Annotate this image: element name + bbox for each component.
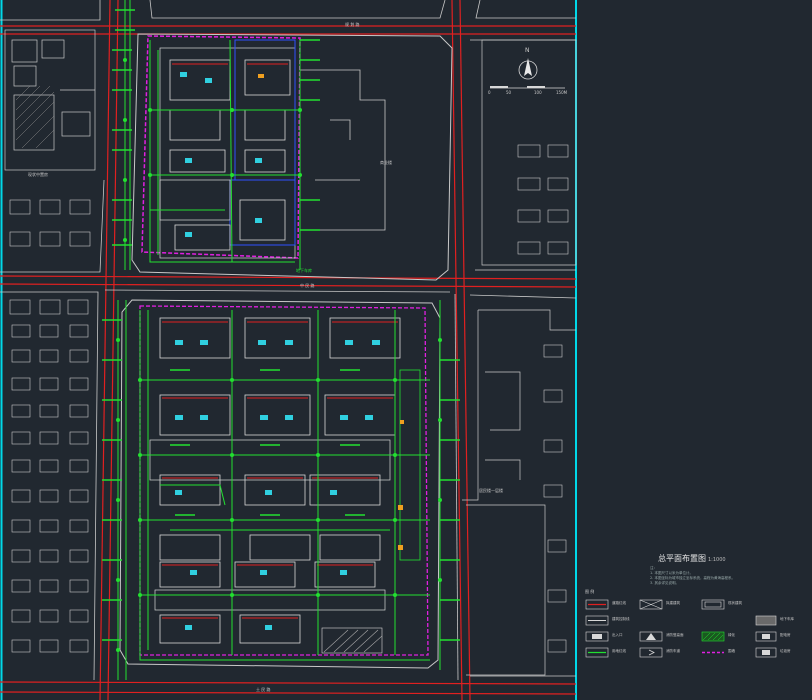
cyan-units	[175, 72, 380, 630]
legend-item-arrow-box	[639, 647, 663, 658]
legend-item-green-line	[585, 647, 609, 658]
hatch-nw	[15, 85, 55, 149]
residential-east-label: 居民楼一层楼	[479, 488, 503, 493]
legend-label: 消防登高面	[666, 633, 684, 637]
road-lines	[0, 0, 577, 700]
south-site	[119, 299, 441, 669]
legend-label: 用地红线	[612, 649, 626, 653]
scale-tick-50: 50	[506, 90, 512, 95]
scale-tick-150: 150M	[556, 90, 568, 95]
existing-block-nw	[4, 29, 96, 171]
legend-header: 图 例	[585, 589, 595, 594]
green-network	[117, 0, 441, 680]
legend-label: 现状建筑	[728, 601, 742, 605]
orange-accents	[258, 74, 404, 550]
road-edges	[0, 0, 577, 681]
drawing-frame	[0, 0, 576, 700]
road-label-middle: 中 民 路	[300, 283, 315, 288]
east-residential	[462, 39, 577, 676]
note-line: 2. 本图坐标为城市独立坐标系统，高程为黄海高程系。	[650, 576, 735, 580]
legend-symbols	[585, 599, 777, 658]
north-arrow	[490, 58, 565, 89]
west-small-houses	[9, 199, 91, 653]
north-label: N	[525, 47, 530, 54]
north-site-tag: 地下车库	[296, 268, 312, 273]
scale-tick-100: 100	[534, 90, 542, 95]
drawing-title-text: 总平面布置图	[658, 554, 706, 563]
left-block-label: 现状中置房	[28, 172, 48, 177]
note-line: 注：	[650, 566, 657, 570]
legend-label: 配电房	[780, 633, 791, 637]
red-building-details	[162, 63, 398, 619]
drawing-notes: 注： 1. 本图尺寸以米为单位计。 2. 本图坐标为城市独立坐标系统，高程为黄海…	[650, 566, 735, 586]
legend-label: 建筑控制线	[612, 617, 630, 621]
legend-item-white-rect	[585, 615, 609, 626]
scale-tick-0: 0	[488, 90, 491, 95]
drawing-scale: 1:1000	[708, 557, 726, 563]
green-nodes	[116, 58, 442, 652]
legend-item-triangle-box	[639, 631, 663, 642]
road-label-south: 土 民 路	[256, 687, 271, 692]
underground-garage-hatch	[321, 627, 383, 654]
right-building-label: 商业楼	[380, 160, 392, 165]
legend-item-cross-box	[639, 599, 663, 610]
north-buildings	[169, 59, 291, 251]
legend-label: 地下车库	[780, 617, 794, 621]
legend-item-box-x	[755, 647, 777, 658]
legend-label: 围墙	[728, 649, 735, 653]
legend-item-shade-box	[755, 615, 777, 626]
legend-item-green-hatch	[701, 631, 725, 642]
road-label-north: 规 划 路	[345, 22, 360, 27]
legend-label: 道路红线	[612, 601, 626, 605]
legend-label: 绿化	[728, 633, 735, 637]
south-buildings	[159, 317, 401, 644]
east-small-houses	[517, 144, 569, 653]
legend-label: 消防车道	[666, 649, 680, 653]
legend-item-entry-box	[585, 631, 609, 642]
legend-label: 垃圾房	[780, 649, 791, 653]
note-line: 3. 其余详见说明。	[650, 581, 679, 585]
legend-item-red-line	[585, 599, 609, 610]
legend-label: 拟建建筑	[666, 601, 680, 605]
legend-item-double-rect	[701, 599, 725, 610]
green-annotations	[102, 9, 460, 641]
legend-item-box-k	[755, 631, 777, 642]
note-line: 1. 本图尺寸以米为单位计。	[650, 571, 693, 575]
legend-label: 出入口	[612, 633, 623, 637]
